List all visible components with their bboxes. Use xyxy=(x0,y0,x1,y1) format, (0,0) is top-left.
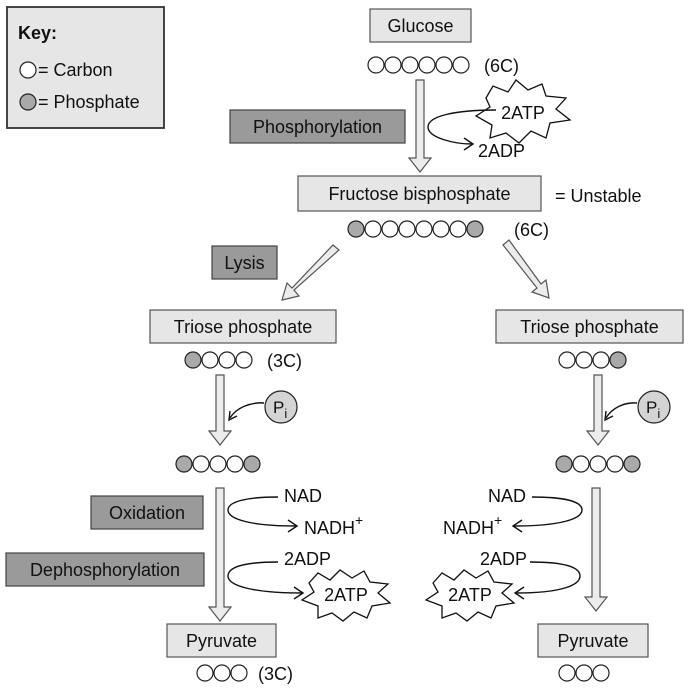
phosphorylation-curve xyxy=(427,109,497,145)
left-pyruvate-count: (3C) xyxy=(258,664,293,684)
right-pyruvate-molecule xyxy=(558,664,610,682)
left-intermediate-molecule xyxy=(175,455,261,473)
left-pi-label: Pi xyxy=(273,398,287,421)
arrow-fbp-to-left-triose xyxy=(281,244,340,301)
arrow-left-to-pyruvate xyxy=(207,487,233,622)
dephosphorylation-label: Dephosphorylation xyxy=(30,560,180,580)
glucose-molecule xyxy=(367,56,470,74)
left-triose-label: Triose phosphate xyxy=(174,317,312,337)
fbp-molecule xyxy=(347,220,484,238)
right-pyruvate-label: Pyruvate xyxy=(557,631,628,651)
left-triose-count: (3C) xyxy=(267,351,302,371)
left-atp-burst-icon xyxy=(300,569,392,622)
glucose-count: (6C) xyxy=(484,56,519,76)
phosphorylation-arrowhead xyxy=(463,137,475,151)
key-title: Key: xyxy=(18,23,57,43)
right-pi-label: Pi xyxy=(646,398,660,421)
fbp-label: Fructose bisphosphate xyxy=(328,184,510,204)
unstable-label: = Unstable xyxy=(555,186,642,206)
key-box: Key: = Carbon = Phosphate xyxy=(6,6,165,129)
right-nad-label: NAD xyxy=(488,486,526,506)
left-triose-box xyxy=(149,309,337,344)
left-adp-label: 2ADP xyxy=(284,549,331,569)
arrow-fbp-to-right-triose xyxy=(502,239,550,299)
phosphorylation-label: Phosphorylation xyxy=(253,117,382,137)
phosphorylation-box xyxy=(229,109,406,144)
right-adp-label: 2ADP xyxy=(480,549,527,569)
arrow-left-triose-down xyxy=(207,374,233,446)
glucose-box xyxy=(369,8,472,43)
right-nadh-label: NADH+ xyxy=(443,512,502,538)
key-carbon-label: = Carbon xyxy=(38,60,113,80)
right-nad-arrowhead xyxy=(511,519,523,533)
fbp-box xyxy=(297,175,542,212)
arrow-right-triose-down xyxy=(585,374,611,446)
adp-label-top: 2ADP xyxy=(478,141,525,161)
left-nadh-label: NADH+ xyxy=(304,512,363,538)
left-pi-arrowhead xyxy=(228,410,238,422)
right-pyruvate-box xyxy=(537,623,649,658)
left-nad-arrowhead xyxy=(287,519,299,533)
right-pi-curve xyxy=(605,402,638,419)
right-triose-molecule xyxy=(558,351,627,369)
key-phosphate-circle xyxy=(19,93,37,111)
right-adp-arrowhead xyxy=(513,586,525,600)
right-triose-label: Triose phosphate xyxy=(520,317,658,337)
right-triose-box xyxy=(495,309,684,344)
arrow-right-to-pyruvate xyxy=(583,487,609,612)
lysis-box xyxy=(211,245,278,280)
left-nad-label: NAD xyxy=(284,486,322,506)
left-triose-molecule xyxy=(184,351,253,369)
left-pyruvate-molecule xyxy=(196,664,248,682)
left-atp-label: 2ATP xyxy=(324,585,368,605)
oxidation-label: Oxidation xyxy=(109,503,185,523)
key-phosphate-label: = Phosphate xyxy=(38,92,140,112)
right-atp-label: 2ATP xyxy=(448,585,492,605)
left-pyruvate-label: Pyruvate xyxy=(186,631,257,651)
arrow-glucose-to-fbp xyxy=(407,79,433,173)
key-carbon-circle xyxy=(19,61,37,79)
left-nad-curve xyxy=(227,496,297,527)
glucose-label: Glucose xyxy=(387,16,453,36)
dephosphorylation-box xyxy=(5,552,205,587)
right-intermediate-molecule xyxy=(555,455,641,473)
left-pyruvate-box xyxy=(166,623,277,658)
atp-burst-icon xyxy=(474,79,572,144)
left-pi-curve xyxy=(229,402,265,419)
right-pi-icon xyxy=(637,390,671,424)
lysis-label: Lysis xyxy=(224,253,264,273)
right-nad-curve xyxy=(513,496,583,527)
left-pi-icon xyxy=(264,390,298,424)
left-adp-curve xyxy=(227,561,303,594)
fbp-count: (6C) xyxy=(514,220,549,240)
left-adp-arrowhead xyxy=(293,586,305,600)
right-adp-curve xyxy=(515,561,581,594)
oxidation-box xyxy=(90,495,204,530)
right-atp-burst-icon xyxy=(424,569,516,622)
atp-label-top: 2ATP xyxy=(501,103,545,123)
right-pi-arrowhead xyxy=(604,410,614,422)
